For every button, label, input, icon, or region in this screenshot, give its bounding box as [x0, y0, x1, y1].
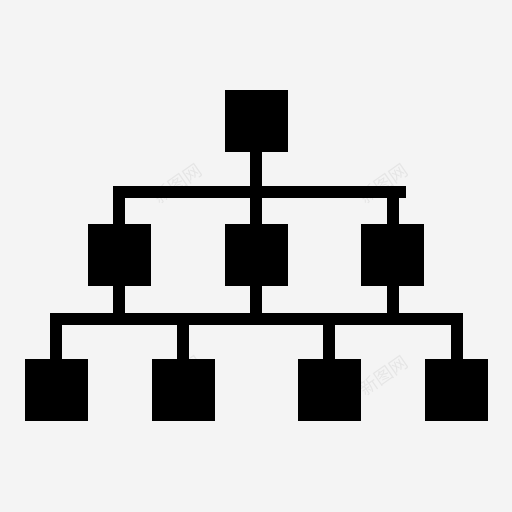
- connector-right-drop: [387, 186, 399, 228]
- connector-leaf1-drop: [50, 313, 62, 363]
- connector-top-vertical: [250, 148, 262, 188]
- connector-level2-horizontal: [50, 313, 463, 325]
- connector-right-rise: [387, 284, 399, 316]
- connector-left-drop: [113, 186, 125, 228]
- connector-left-rise: [113, 284, 125, 316]
- node-level1-left: [88, 224, 151, 286]
- node-level1-center: [225, 224, 288, 286]
- node-level1-right: [361, 224, 424, 286]
- node-leaf-4: [425, 359, 488, 421]
- node-root: [225, 90, 288, 152]
- connector-leaf4-drop: [451, 313, 463, 363]
- node-leaf-3: [298, 359, 361, 421]
- connector-leaf3-drop: [323, 313, 335, 363]
- connector-center-drop: [250, 186, 262, 228]
- node-leaf-1: [25, 359, 88, 421]
- connector-center-rise: [250, 284, 262, 316]
- node-leaf-2: [152, 359, 215, 421]
- connector-leaf2-drop: [177, 313, 189, 363]
